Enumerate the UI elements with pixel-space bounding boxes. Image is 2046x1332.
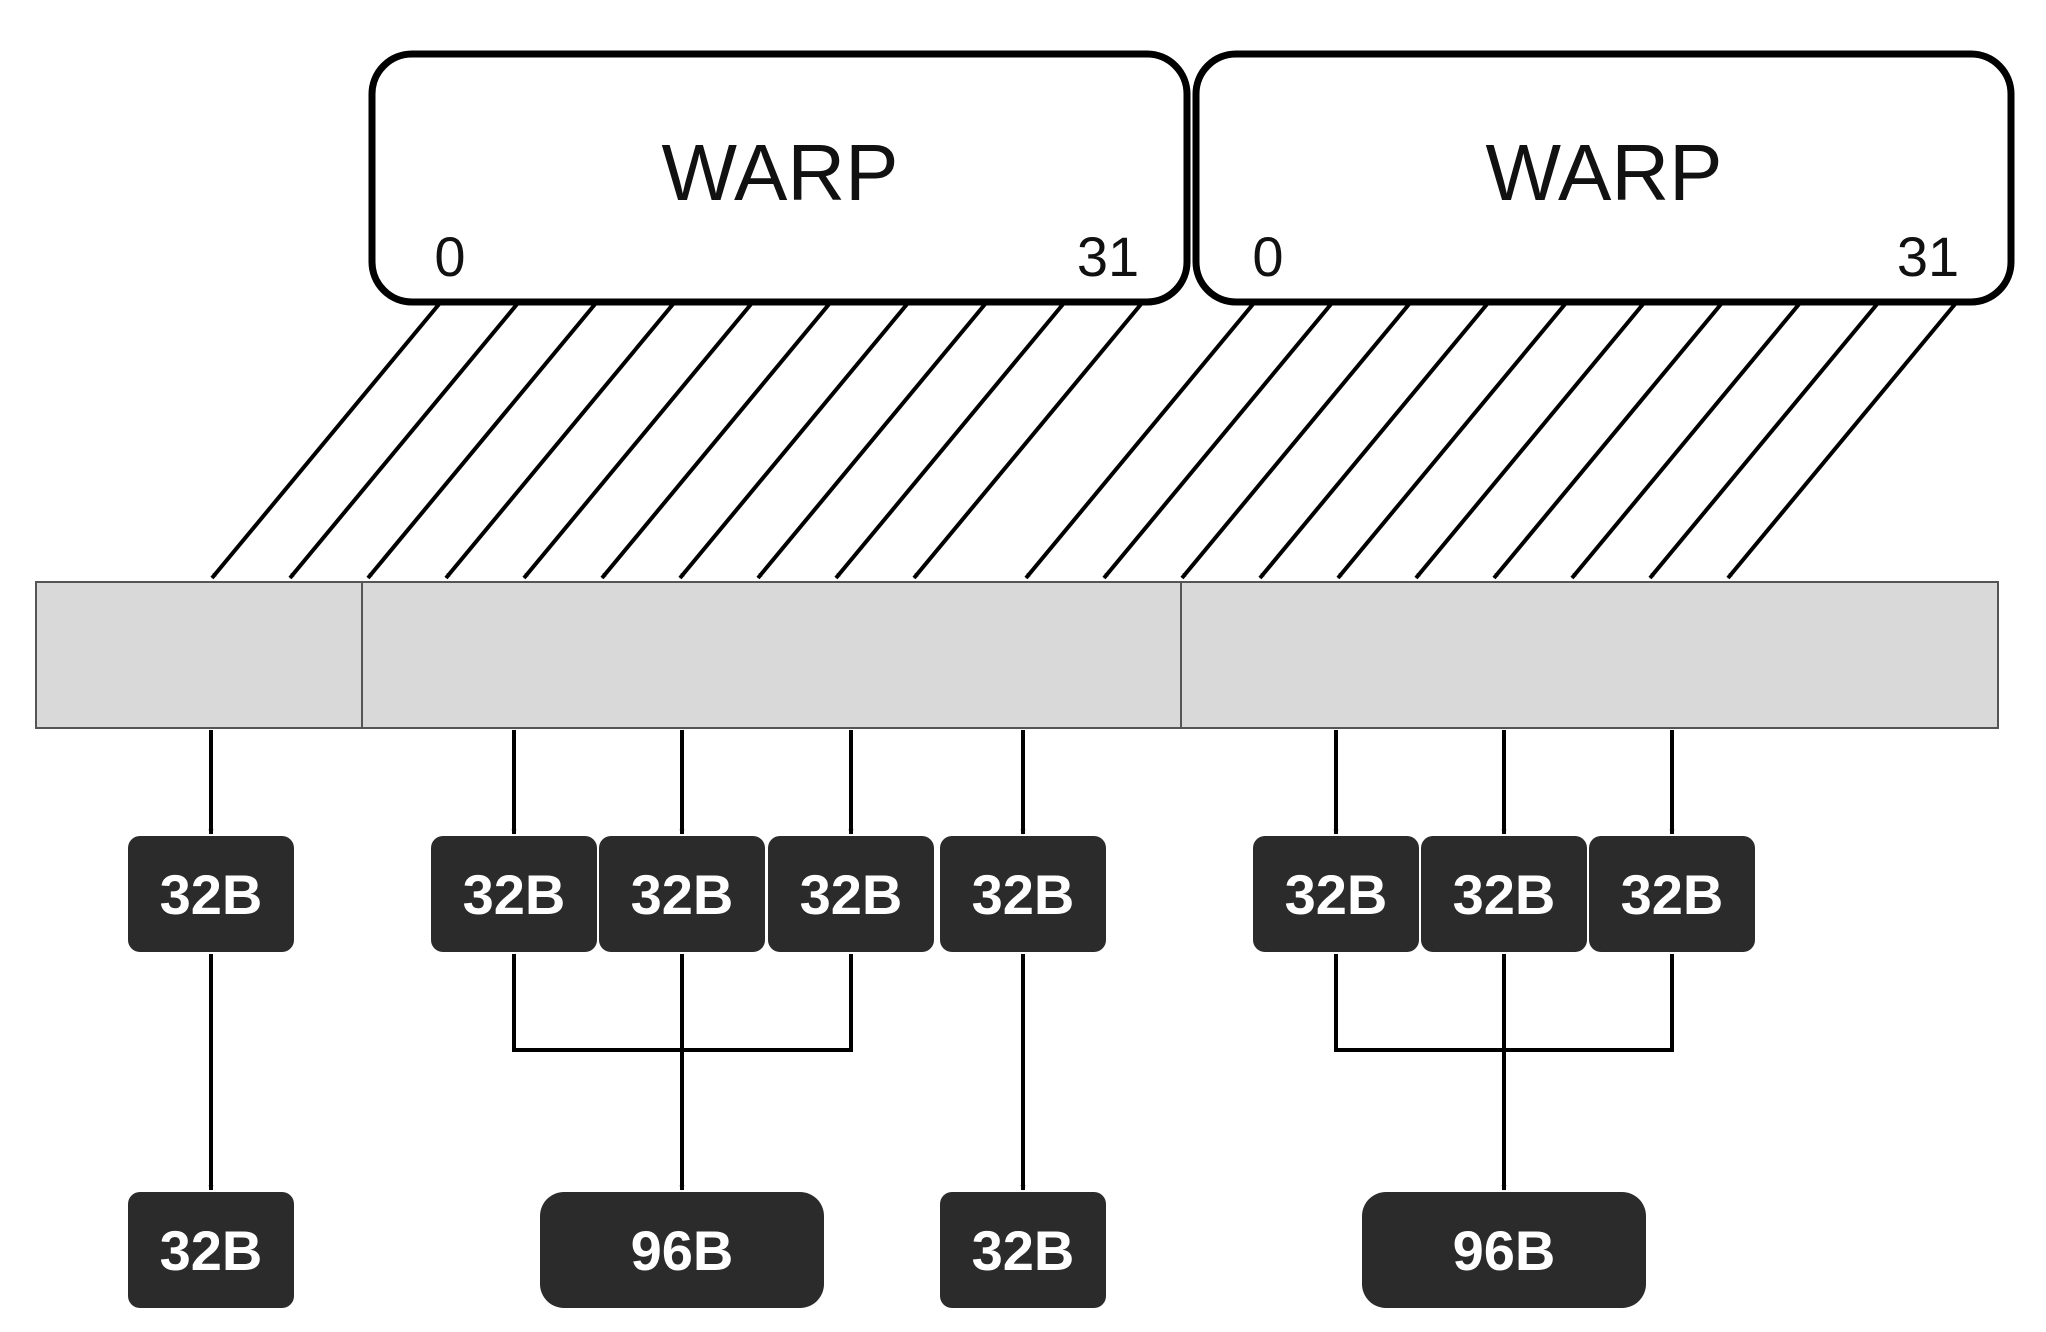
lane-arrow: [834, 301, 1066, 580]
lane-arrow: [1648, 301, 1880, 580]
transaction-label: 32B: [972, 863, 1075, 926]
transaction-label: 32B: [1621, 863, 1724, 926]
transaction-box: [768, 836, 934, 952]
lane-arrow: [1414, 301, 1646, 580]
lane-arrow: [600, 301, 832, 580]
lane-arrow: [210, 301, 442, 580]
transaction-label: 32B: [463, 863, 566, 926]
transaction-box: [940, 836, 1106, 952]
warp-1-first-lane: 0: [434, 225, 465, 288]
result-label: 96B: [1453, 1219, 1556, 1282]
transaction-box: [431, 836, 597, 952]
warp-1-last-lane: 31: [1077, 225, 1139, 288]
warp-1-box: [368, 50, 1191, 306]
lane-arrow: [1258, 301, 1490, 580]
merge-connectors: [208, 954, 1674, 1191]
transaction-box: [128, 836, 294, 952]
result-label: 96B: [631, 1219, 734, 1282]
warp-2-first-lane: 0: [1252, 225, 1283, 288]
transaction-label: 32B: [1285, 863, 1388, 926]
lane-arrow: [1336, 301, 1568, 580]
lane-arrow: [1492, 301, 1724, 580]
result-label: 32B: [972, 1219, 1075, 1282]
transaction-label: 32B: [631, 863, 734, 926]
lane-arrow: [366, 301, 598, 580]
warp-2-title: WARP: [1485, 128, 1722, 217]
result-box: [128, 1192, 294, 1308]
result-box: [1362, 1192, 1646, 1308]
warp-2-last-lane: 31: [1897, 225, 1959, 288]
transaction-box: [1421, 836, 1587, 952]
lane-arrow: [522, 301, 754, 580]
warp-2-lane-arrows: [1024, 301, 1958, 580]
memory-row: [35, 581, 1999, 729]
lane-arrow: [288, 301, 520, 580]
warp-1: WARP 0 31: [368, 50, 1191, 306]
warp-1-lane-arrows: [210, 301, 1144, 580]
lane-arrow: [1726, 301, 1958, 580]
transaction-box: [1589, 836, 1755, 952]
result-label: 32B: [160, 1219, 263, 1282]
transaction-label: 32B: [800, 863, 903, 926]
lane-arrow: [756, 301, 988, 580]
lane-arrow: [444, 301, 676, 580]
lane-arrow: [1180, 301, 1412, 580]
result-box: [540, 1192, 824, 1308]
transaction-boxes: 32B 32B 32B 32B 32B 32B 32B 32B: [128, 836, 1755, 952]
warp-2: WARP 0 31: [1192, 50, 2015, 306]
warp-2-box: [1192, 50, 2015, 306]
memory-segment-row: [35, 581, 1999, 729]
lane-arrow: [678, 301, 910, 580]
warp-1-title: WARP: [661, 128, 898, 217]
transaction-box: [599, 836, 765, 952]
result-boxes: 32B 96B 32B 96B: [128, 1192, 1646, 1308]
transaction-label: 32B: [1453, 863, 1556, 926]
result-box: [940, 1192, 1106, 1308]
row-to-transaction-arrows: [208, 730, 1675, 835]
transaction-box: [1253, 836, 1419, 952]
transaction-label: 32B: [160, 863, 263, 926]
lane-arrow: [1102, 301, 1334, 580]
lane-arrow: [1570, 301, 1802, 580]
lane-arrow: [912, 301, 1144, 580]
lane-arrow: [1024, 301, 1256, 580]
